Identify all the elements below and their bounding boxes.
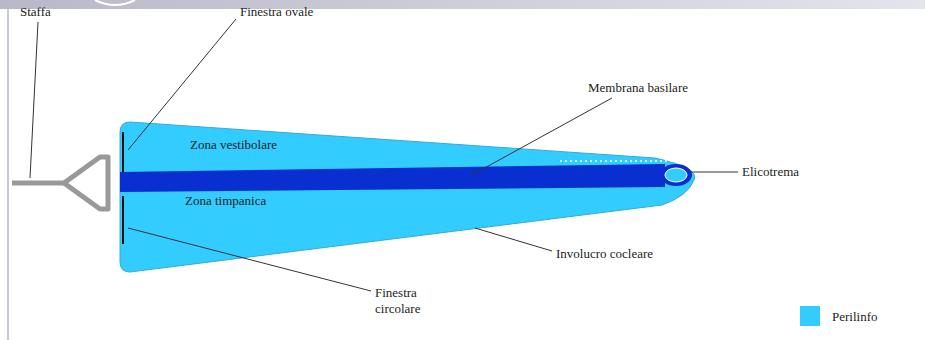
- membrane-end: [660, 164, 692, 186]
- legend-label: Perilinfo: [832, 309, 878, 325]
- part-label: Finestra ovale: [240, 4, 313, 20]
- part-label: Finestra circolare: [375, 285, 437, 317]
- stapes-arch: [64, 157, 108, 209]
- dotted-line: [560, 160, 688, 162]
- top-band: [0, 0, 925, 9]
- cochlea-shell: [120, 122, 695, 272]
- stapes-shaft: [12, 181, 64, 186]
- leader-line: [690, 172, 738, 173]
- oval-window: [122, 132, 124, 172]
- part-label: Elicotrema: [742, 164, 799, 180]
- part-label: Zona vestibolare: [190, 137, 277, 153]
- left-border: [7, 9, 9, 340]
- part-label: Membrana basilare: [588, 80, 688, 96]
- part-label: Zona timpanica: [185, 193, 266, 209]
- leader-line: [128, 228, 371, 291]
- leader-line: [470, 98, 612, 176]
- legend-swatch: [800, 306, 820, 326]
- round-window: [122, 196, 124, 244]
- helicotrema-opening: [665, 168, 687, 182]
- leader-line: [128, 19, 236, 150]
- leader-line: [30, 22, 38, 178]
- part-label: Involucro cocleare: [556, 246, 653, 262]
- leader-line: [475, 228, 552, 251]
- basilar-membrane: [120, 164, 665, 192]
- band-arc: [95, 0, 135, 5]
- part-label: Staffa: [20, 4, 51, 20]
